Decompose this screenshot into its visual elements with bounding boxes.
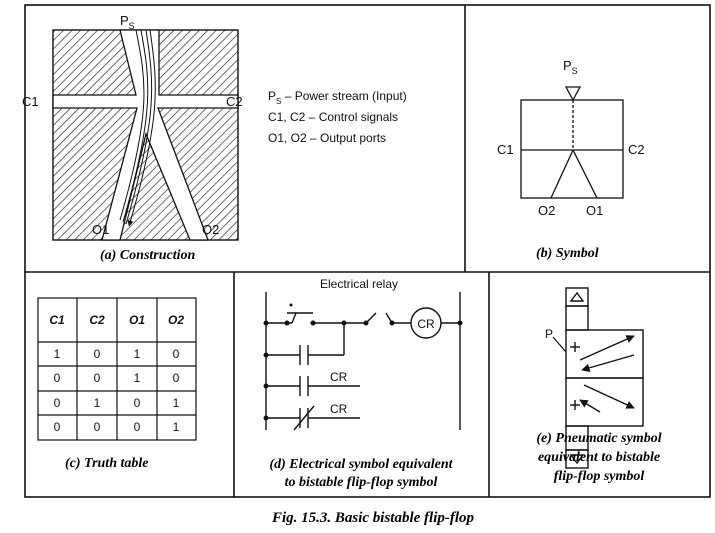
truth-table-cell: 0 <box>173 371 180 385</box>
truth-table-cell: 0 <box>134 420 141 434</box>
pneumatic-caption-line1: (e) Pneumatic symbol <box>536 431 661 446</box>
construction-o1-label: O1 <box>92 222 109 237</box>
truth-table-header: O2 <box>168 313 184 327</box>
truth-table-cell: 1 <box>54 347 61 361</box>
truth-table-cell: 0 <box>94 371 101 385</box>
pilot-top <box>565 287 589 307</box>
symbol-branch-right <box>572 149 598 199</box>
channel-network <box>52 29 239 241</box>
pneumatic-caption-line3: flip-flop symbol <box>554 469 645 484</box>
pneumatic-caption-line2: equivalent to bistable <box>538 450 660 465</box>
legend-control: C1, C2 – Control signals <box>268 110 398 124</box>
truth-table-header: C2 <box>89 313 105 327</box>
valve-box-lower <box>565 377 644 427</box>
truth-table-cell: 0 <box>94 347 101 361</box>
truth-table-cell: 0 <box>173 347 180 361</box>
symbol-caption: (b) Symbol <box>536 246 599 261</box>
construction-caption: (a) Construction <box>100 248 196 263</box>
electrical-caption-line1: (d) Electrical symbol equivalent <box>269 457 453 472</box>
symbol-box <box>520 99 624 199</box>
truth-table-cell: 1 <box>173 396 180 410</box>
truth-table-cell: 0 <box>54 371 61 385</box>
flow-stream <box>119 29 156 227</box>
symbol-branch-left <box>550 149 574 199</box>
pneumatic-port-label: P <box>545 327 553 341</box>
electrical-panel: Electrical relay CR CR CR (d) Electrical… <box>263 277 463 490</box>
truth-table-cell: 0 <box>134 396 141 410</box>
pneumatic-panel: P (e) Pneumatic symbol equivalent to bis… <box>536 287 662 484</box>
contact2-label: CR <box>330 402 348 416</box>
truth-table-cell: 1 <box>134 371 141 385</box>
pilot-bottom <box>565 449 589 469</box>
symbol-o2-label: O2 <box>538 203 555 218</box>
construction-c1-label: C1 <box>22 94 39 109</box>
symbol-c1-label: C1 <box>497 142 514 157</box>
contact1-label: CR <box>330 370 348 384</box>
truth-table-cell: 1 <box>173 420 180 434</box>
truth-table-cell: 0 <box>54 396 61 410</box>
symbol-panel: PS C1 C2 O2 O1 (b) Symbol <box>497 58 645 261</box>
legend-ps: PS – Power stream (Input) <box>268 89 407 106</box>
truth-table-cell: 0 <box>94 420 101 434</box>
construction-legend: PS – Power stream (Input) C1, C2 – Contr… <box>268 89 407 145</box>
truth-table-panel: C1 C2 O1 O2 1 0 1 0 0 0 1 0 0 1 0 1 0 0 0 1 (c) Truth table <box>37 297 197 471</box>
truth-table-header: O1 <box>129 313 145 327</box>
electrical-caption-line2: to bistable flip-flop symbol <box>285 475 438 490</box>
coil-label: CR <box>417 317 435 331</box>
symbol-o1-label: O1 <box>586 203 603 218</box>
construction-c2-label: C2 <box>226 94 243 109</box>
truth-table-grid <box>37 297 197 441</box>
construction-o2-label: O2 <box>202 222 219 237</box>
symbol-supply-triangle <box>564 86 582 102</box>
symbol-ps-label: PS <box>563 58 578 76</box>
truth-table-cell: 1 <box>134 347 141 361</box>
pilot-top-stem <box>565 305 589 331</box>
truth-table-header: C1 <box>49 313 65 327</box>
construction-ps-label: PS <box>120 13 135 31</box>
truth-table-cell: 1 <box>94 396 101 410</box>
construction-panel: PS C1 C2 O1 O2 PS – Power stream (Input)… <box>22 13 407 263</box>
figure-frame <box>24 4 711 498</box>
figure-caption: Fig. 15.3. Basic bistable flip-flop <box>271 510 475 526</box>
pushbutton-contact <box>291 312 297 324</box>
legend-output: O1, O2 – Output ports <box>268 131 386 145</box>
electrical-relay-label: Electrical relay <box>320 277 398 291</box>
nc-contact-slash <box>293 405 315 431</box>
truth-table-cell: 0 <box>54 420 61 434</box>
truth-table-caption: (c) Truth table <box>65 456 148 471</box>
symbol-c2-label: C2 <box>628 142 645 157</box>
